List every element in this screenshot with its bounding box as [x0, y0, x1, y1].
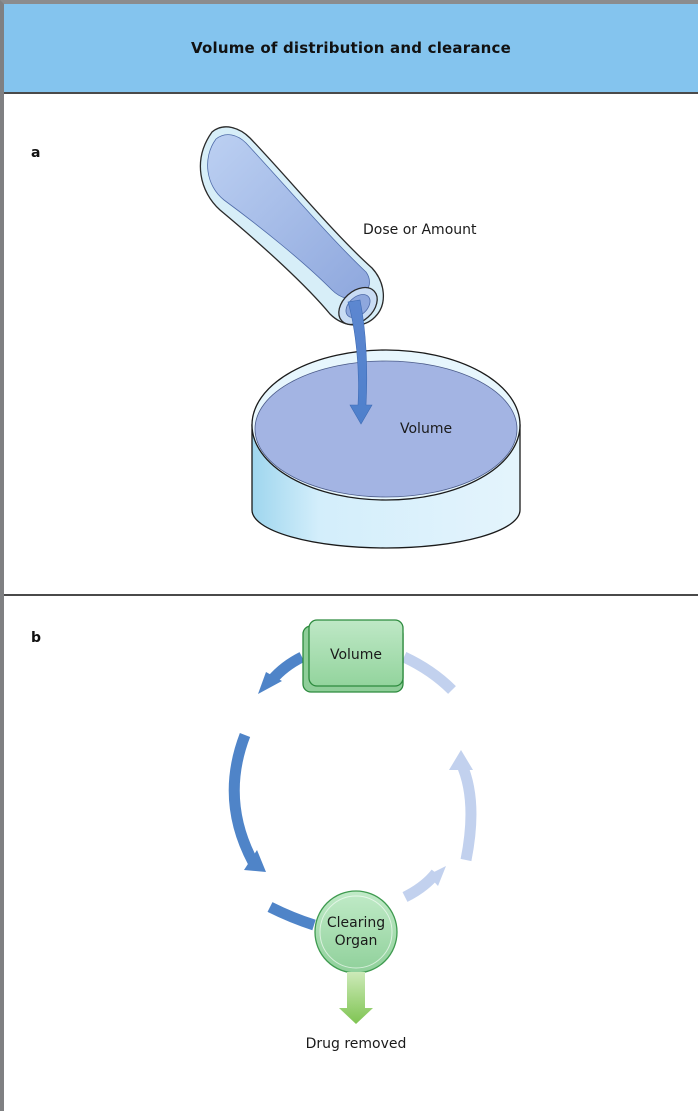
volume-label: Volume — [400, 421, 452, 437]
organ-label-line1: Clearing — [327, 915, 385, 931]
volume-compartment: Volume — [302, 619, 404, 693]
panel-b-label: b — [31, 630, 42, 646]
figure-header: Volume of distribution and clearance — [4, 4, 698, 94]
volume-box-label: Volume — [330, 647, 382, 663]
panel-a-label: a — [31, 145, 41, 161]
figure-title: Volume of distribution and clearance — [191, 39, 511, 57]
return-arrows — [401, 652, 477, 902]
clearing-organ: Clearing Organ — [314, 890, 398, 974]
arrow-head-left — [244, 850, 266, 872]
drug-removed-arrow — [339, 972, 373, 1024]
arrow-head-top-left — [258, 672, 282, 694]
upward-arrow-head-bottom — [428, 866, 446, 886]
circulation-arrows — [228, 652, 316, 931]
dose-label: Dose or Amount — [363, 222, 477, 238]
drug-removed-label: Drug removed — [306, 1036, 407, 1052]
organ-label-line2: Organ — [335, 933, 378, 949]
liquid-surface — [254, 360, 518, 498]
pour-stream-arrow — [347, 299, 373, 425]
panel-divider — [4, 594, 698, 596]
upward-arrow-head-right — [449, 750, 473, 770]
beaker-container — [251, 349, 521, 549]
